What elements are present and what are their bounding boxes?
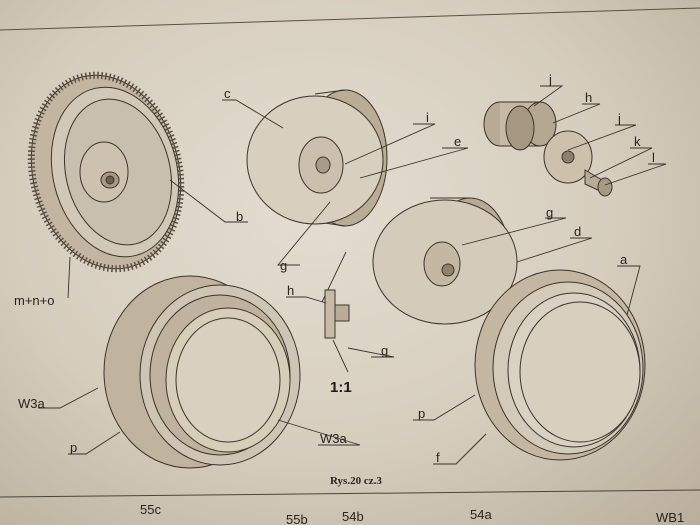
detail-hub-part <box>321 251 350 373</box>
label-g-mid: g <box>546 205 553 220</box>
label-a: a <box>620 252 628 267</box>
page-frame <box>0 7 700 498</box>
label-c: c <box>224 86 231 101</box>
footer-wb1: WB1 <box>656 510 684 525</box>
label-b: b <box>236 209 243 224</box>
label-e: e <box>454 134 461 149</box>
label-w3a-left: W3a <box>18 396 46 411</box>
label-k: k <box>634 134 641 149</box>
label-i-center: i <box>426 110 429 125</box>
ring-a-part <box>474 269 646 461</box>
label-j-right: j <box>617 111 621 126</box>
scale-label: 1:1 <box>330 379 352 396</box>
footer-55b: 55b <box>286 512 308 525</box>
label-h-top: h <box>585 90 592 105</box>
label-m-n-o: m+n+o <box>14 293 54 308</box>
footer-54b: 54b <box>342 509 364 524</box>
label-p-left: p <box>70 440 77 455</box>
label-l: l <box>652 150 655 165</box>
label-w3a-right: W3a <box>320 431 348 446</box>
disc-c-part <box>246 89 388 227</box>
footer-55c: 55c <box>140 502 161 517</box>
label-j-top: j <box>548 72 552 87</box>
leader-lines <box>38 85 667 465</box>
large-ring-w3a-part <box>103 275 301 469</box>
label-g-left: g <box>280 258 287 273</box>
label-f: f <box>436 450 440 465</box>
disc-d-part <box>372 197 518 325</box>
label-h-detail: h <box>287 283 294 298</box>
figure-caption: Rys.20 cz.3 <box>330 475 382 487</box>
label-d: d <box>574 224 581 239</box>
label-g-detail: g <box>381 343 388 358</box>
toothed-wheel-part <box>27 71 185 273</box>
shaft-assembly-part <box>483 101 613 197</box>
footer-54a: 54a <box>470 507 492 522</box>
label-p-right: p <box>418 406 425 421</box>
